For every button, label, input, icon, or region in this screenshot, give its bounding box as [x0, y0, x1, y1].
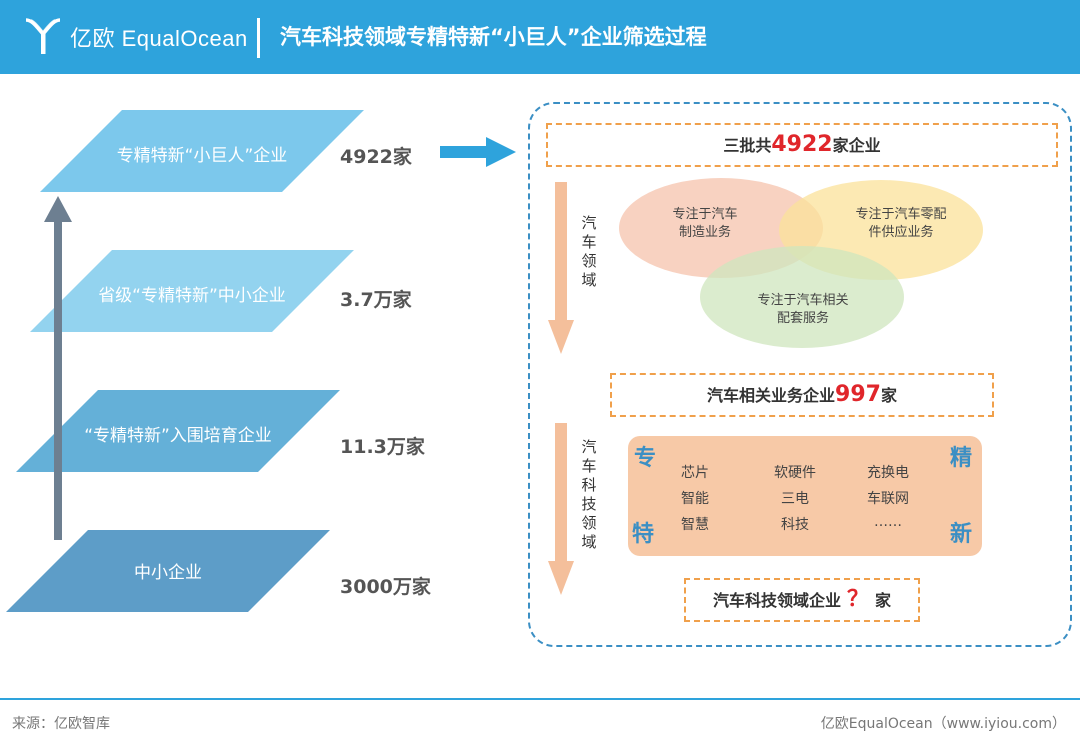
layer-parallelogram: [6, 530, 330, 612]
step-auto-number: 997: [835, 382, 881, 407]
corner-char-xin: 新: [949, 521, 972, 547]
layer-label: 专精特新“小巨人”企业: [116, 146, 288, 166]
down-arrow-icon: [548, 423, 574, 595]
layer-sme: 中小企业: [6, 530, 330, 612]
tech-item: 科技: [781, 517, 809, 533]
layer-count: 3.7万家: [340, 289, 412, 311]
layer-provincial: 省级“专精特新”中小企业: [30, 250, 354, 332]
brand-note: 亿欧EqualOcean（www.iyiou.com）: [820, 716, 1066, 732]
filter-panel: [528, 102, 1072, 647]
venn-text-line: 件供应业务: [868, 225, 934, 240]
arrow-label-auto: 汽车领域: [581, 214, 597, 289]
venn-text-line: 配套服务: [776, 311, 829, 326]
step-total-box: 三批共4922家企业: [546, 123, 1058, 167]
page-title: 汽车科技领域专精特新“小巨人”企业筛选过程: [280, 25, 707, 49]
corner-char-jing: 精: [949, 445, 972, 471]
tech-domains-box: 专 精 特 新 芯片 软硬件 充换电 智能 三电 车联网 智慧 科技 ……: [628, 436, 982, 556]
layer-count: 3000万家: [340, 576, 431, 598]
layer-cultivation: “专精特新”入围培育企业: [16, 390, 340, 472]
header-divider: [257, 18, 260, 58]
layer-count: 4922家: [340, 146, 412, 168]
step-total-prefix: 三批共: [723, 136, 772, 155]
layer-label: 中小企业: [134, 563, 202, 583]
tech-item: 三电: [781, 491, 809, 507]
arrow-label-autotech: 汽车科技领域: [581, 438, 597, 551]
venn-label-services: 专注于汽车相关 配套服务: [738, 292, 868, 328]
layer-label: 省级“专精特新”中小企业: [98, 286, 286, 306]
equalocean-logo: 亿欧 EqualOcean: [22, 14, 248, 60]
venn-text-line: 制造业务: [678, 225, 731, 240]
layer-little-giant: 专精特新“小巨人”企业: [40, 110, 364, 192]
step-autotech-suffix: 家: [875, 591, 892, 610]
tech-item: 车联网: [867, 491, 909, 507]
venn-diagram: [619, 178, 983, 348]
venn-label-parts: 专注于汽车零配 件供应业务: [836, 206, 966, 242]
header-bar: 亿欧 EqualOcean 汽车科技领域专精特新“小巨人”企业筛选过程: [0, 0, 1080, 74]
logo-text: 亿欧 EqualOcean: [70, 26, 248, 51]
layer-parallelogram: [30, 250, 354, 332]
step-auto-prefix: 汽车相关业务企业: [707, 386, 836, 405]
tech-item: 智能: [681, 491, 709, 507]
venn-text-line: 专注于汽车相关: [757, 293, 849, 308]
step-auto-box: 汽车相关业务企业997家: [610, 373, 994, 417]
step-auto-suffix: 家: [880, 386, 897, 405]
layer-label: “专精特新”入围培育企业: [84, 426, 272, 446]
corner-char-zhuan: 专: [634, 445, 657, 471]
step-autotech-box: 汽车科技领域企业 ？ 家: [684, 578, 920, 622]
step-total-number: 4922: [771, 132, 833, 157]
down-arrow-icon: [548, 182, 574, 354]
y-logo-icon: [25, 18, 61, 54]
up-arrow-icon: [44, 196, 72, 540]
tech-item: 充换电: [867, 465, 909, 481]
layer-parallelogram: [16, 390, 340, 472]
step-autotech-prefix: 汽车科技领域企业: [712, 591, 841, 610]
question-mark: ？: [846, 587, 869, 612]
venn-circle-services: [700, 246, 904, 348]
tech-item: ……: [874, 514, 902, 530]
layer-count: 11.3万家: [340, 436, 425, 458]
corner-char-te: 特: [632, 521, 655, 547]
tech-item: 芯片: [681, 465, 709, 481]
tech-item: 软硬件: [774, 465, 816, 481]
step-total-suffix: 家企业: [832, 136, 881, 155]
tech-item: 智慧: [681, 517, 709, 533]
layer-parallelogram: [40, 110, 364, 192]
footer-divider: [0, 698, 1080, 700]
venn-label-manufacturing: 专注于汽车 制造业务: [650, 206, 760, 242]
right-arrow-icon: [440, 137, 516, 167]
venn-text-line: 专注于汽车: [672, 207, 738, 222]
venn-text-line: 专注于汽车零配: [855, 207, 947, 222]
source-note: 来源：亿欧智库: [12, 716, 110, 732]
